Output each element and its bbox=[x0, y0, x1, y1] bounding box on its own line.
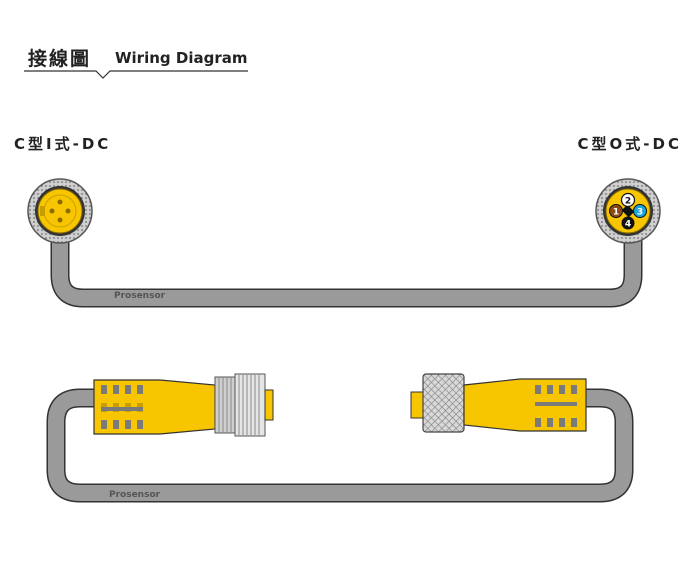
left-pin-hole bbox=[57, 217, 63, 223]
heading-underline bbox=[24, 70, 248, 79]
svg-text:1: 1 bbox=[613, 208, 619, 218]
brand-text-top: Prosensor bbox=[114, 291, 166, 301]
pin-3: 3 bbox=[633, 204, 647, 218]
heading-en: Wiring Diagram bbox=[115, 49, 248, 67]
left-connector-label: C型I式-DC bbox=[14, 135, 112, 153]
svg-text:4: 4 bbox=[625, 220, 631, 230]
brand-text-bottom: Prosensor bbox=[109, 490, 161, 500]
left-pin-hole bbox=[57, 199, 63, 205]
svg-text:3: 3 bbox=[637, 208, 643, 218]
pin-1: 1 bbox=[609, 204, 623, 218]
pin-2: 2 bbox=[620, 192, 636, 208]
right-side-connector bbox=[410, 373, 587, 433]
bottom-cable: Prosensor bbox=[46, 388, 634, 503]
top-cable: Prosensor bbox=[50, 236, 643, 308]
right-connector-label: C型O式-DC bbox=[577, 135, 682, 153]
left-face-connector bbox=[27, 178, 93, 244]
pin-4: 4 bbox=[621, 216, 635, 230]
left-pin-hole bbox=[49, 208, 55, 214]
left-side-connector bbox=[93, 373, 274, 437]
svg-text:2: 2 bbox=[625, 197, 631, 207]
right-face-connector: 2 1 3 4 bbox=[595, 178, 661, 244]
heading-zh: 接線圖 bbox=[28, 48, 92, 70]
left-pin-hole bbox=[65, 208, 71, 214]
